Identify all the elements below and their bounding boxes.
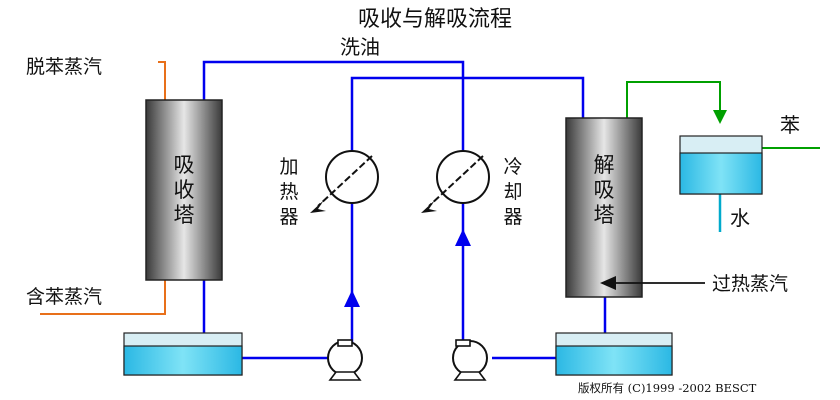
- cooler-char-1: 冷: [503, 156, 522, 178]
- desorber-char-3: 塔: [594, 203, 615, 227]
- cooler-char-3: 器: [503, 206, 522, 228]
- superheated-steam-label: 过热蒸汽: [712, 273, 788, 295]
- diagram-title: 吸收与解吸流程: [358, 7, 512, 32]
- absorber-tank: [123, 332, 243, 376]
- wash-oil-pipes: [202, 60, 607, 360]
- absorber-char-3: 塔: [174, 203, 195, 227]
- desorber-tower: 解 吸 塔: [565, 117, 643, 298]
- absorber-tower: 吸 收 塔: [145, 99, 223, 281]
- flow-arrow-icon: [713, 110, 727, 124]
- vapor-lines: [40, 61, 166, 315]
- pump-icon: [327, 339, 363, 381]
- wash-oil-label: 洗油: [340, 35, 380, 59]
- oil-heated-line: [350, 76, 585, 345]
- debenzolized-vapor-label: 脱苯蒸汽: [26, 56, 102, 78]
- heater-char-1: 加: [279, 156, 298, 178]
- absorber-char-2: 收: [174, 178, 195, 202]
- desorber-tank: [555, 332, 673, 376]
- benzene-vapor-line: [40, 280, 166, 315]
- flow-arrow-icon: [455, 229, 471, 246]
- cooler-char-2: 却: [503, 181, 522, 203]
- desorber-char-1: 解: [594, 153, 615, 177]
- separator-tank: [679, 135, 763, 195]
- benzene-label: 苯: [780, 113, 800, 137]
- heater-char-3: 器: [279, 206, 298, 228]
- flow-arrow-icon: [600, 276, 616, 290]
- heater-char-2: 热: [279, 181, 298, 203]
- water-label: 水: [730, 206, 750, 230]
- heat-exchanger-icon: [421, 150, 490, 213]
- absorber-char-1: 吸: [174, 153, 195, 177]
- debenzolized-vapor-line: [158, 61, 166, 100]
- heat-exchanger-icon: [310, 150, 379, 213]
- pump-icon: [452, 339, 488, 381]
- desorber-char-2: 吸: [594, 178, 615, 202]
- benzene-vapor-out: [626, 81, 820, 149]
- copyright-text: 版权所有 (C)1999 -2002 BESCT: [578, 381, 757, 395]
- flow-arrow-icon: [344, 290, 360, 307]
- benzene-vapor-label: 含苯蒸汽: [26, 286, 102, 308]
